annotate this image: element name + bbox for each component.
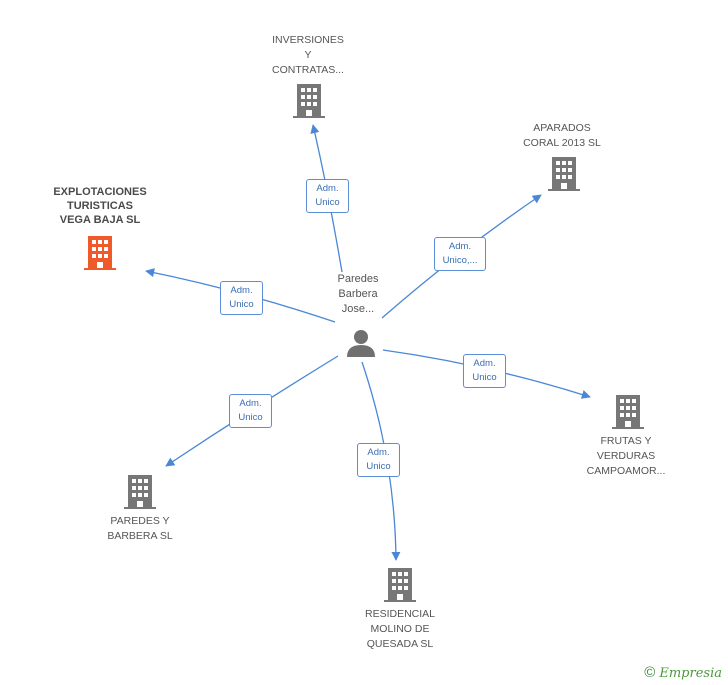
building-icon[interactable]	[293, 84, 325, 118]
building-icon-highlight[interactable]	[84, 236, 116, 270]
person-icon[interactable]	[346, 328, 376, 358]
building-icon[interactable]	[124, 475, 156, 509]
building-icon[interactable]	[612, 395, 644, 429]
edge-label-aparados: Adm. Unico,...	[434, 237, 486, 271]
edge-label-paredes: Adm. Unico	[229, 394, 272, 428]
building-icon[interactable]	[384, 568, 416, 602]
node-label-frutas[interactable]: FRUTAS Y VERDURAS CAMPOAMOR...	[586, 435, 666, 477]
node-label-explotaciones[interactable]: EXPLOTACIONES TURISTICAS VEGA BAJA SL	[53, 186, 147, 226]
center-person-label[interactable]: Paredes Barbera Jose...	[337, 273, 379, 315]
edge-label-inversiones: Adm. Unico	[306, 179, 349, 213]
copyright-symbol: ©	[644, 664, 656, 681]
footer-brand: ©Empresia	[644, 664, 722, 681]
edge-label-explotaciones: Adm. Unico	[220, 281, 263, 315]
brand-logo[interactable]: Empresia	[659, 666, 722, 681]
node-label-aparados[interactable]: APARADOS CORAL 2013 SL	[523, 122, 601, 149]
edge-label-residencial: Adm. Unico	[357, 443, 400, 477]
building-icon[interactable]	[548, 157, 580, 191]
node-label-inversiones[interactable]: INVERSIONES Y CONTRATAS...	[272, 34, 344, 76]
node-label-paredes[interactable]: PAREDES Y BARBERA SL	[107, 515, 173, 542]
node-label-residencial[interactable]: RESIDENCIAL MOLINO DE QUESADA SL	[364, 608, 436, 650]
edge-label-frutas: Adm. Unico	[463, 354, 506, 388]
